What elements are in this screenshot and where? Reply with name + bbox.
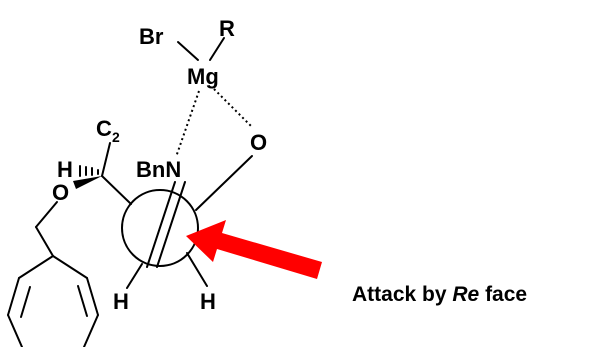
mg-o-coordination — [213, 88, 252, 127]
imine-bond-b — [156, 181, 186, 268]
caption-prefix: Attack by — [352, 283, 452, 306]
right-hydrogen-label: H — [200, 289, 216, 314]
r-group-label: R — [219, 16, 235, 41]
stereocenter-to-newman-bond — [101, 175, 132, 205]
benzyl-nitrogen-label: BnN — [136, 157, 181, 182]
ch2-phenyl-bond — [35, 226, 54, 257]
stereocenter-to-c2-bond — [101, 142, 111, 177]
imine-bond-a — [146, 181, 176, 268]
c2-label: C — [96, 116, 112, 141]
br-mg-bond — [177, 41, 199, 61]
left-hydrogen-label: H — [113, 289, 129, 314]
c2-subscript: 2 — [112, 129, 120, 145]
carbonyl-oxygen-label: O — [250, 130, 267, 155]
attack-arrow — [186, 220, 322, 279]
caption-face: Re — [452, 283, 479, 306]
ether-oxygen-label: O — [52, 180, 69, 205]
phenyl-ring — [7, 255, 99, 347]
o-ch2-bond — [35, 201, 58, 228]
back-carbon-right-h-bond — [186, 252, 208, 287]
newman-front-circle — [121, 189, 199, 267]
caption-suffix: face — [479, 283, 527, 306]
magnesium-label: Mg — [187, 64, 219, 89]
carbonyl-bond — [195, 155, 253, 211]
r-mg-bond — [209, 37, 225, 61]
attack-caption: Attack by Re face — [352, 283, 527, 306]
back-carbon-left-h-bond — [126, 263, 143, 289]
stereocenter-wedge-bond — [73, 176, 102, 189]
mg-n-coordination — [175, 90, 200, 158]
stereocenter-hashed-bond — [79, 165, 99, 177]
stereocenter-hydrogen-label: H — [57, 157, 73, 182]
bromine-label: Br — [139, 24, 164, 49]
